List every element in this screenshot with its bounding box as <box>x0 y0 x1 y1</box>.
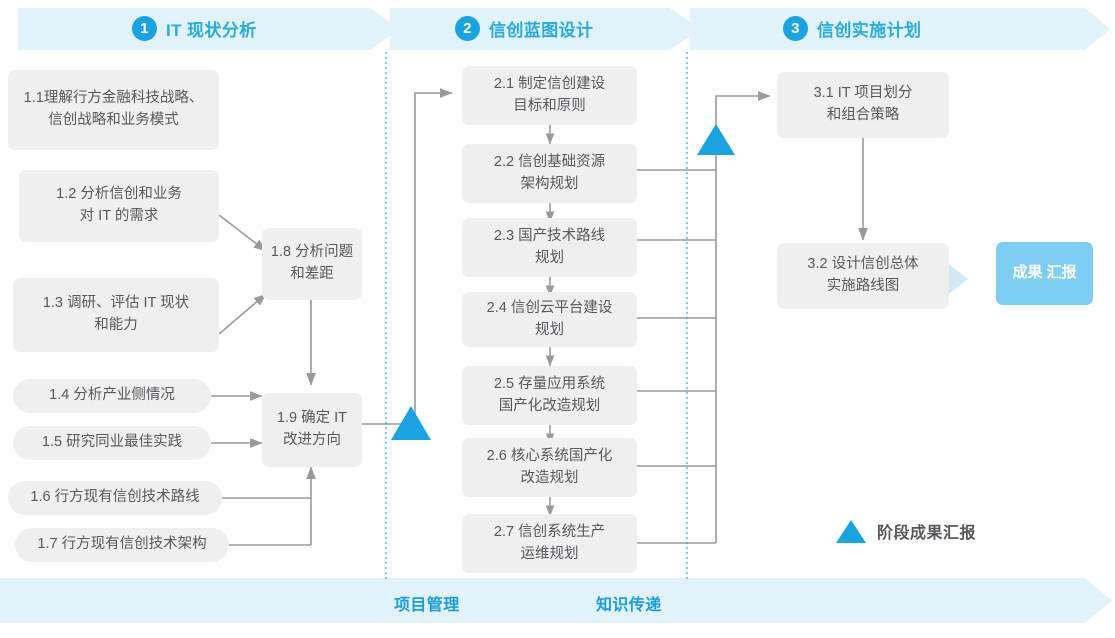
node-2-1[interactable]: 2.1 制定信创建设 目标和原则 <box>462 66 637 125</box>
node-1-6-line1: 1.6 行方现有信创技术路线 <box>30 489 200 506</box>
node-2-7-line1: 2.7 信创系统生产 <box>493 523 606 540</box>
node-2-7-line2: 运维规划 <box>520 545 579 562</box>
node-2-4-line2: 规划 <box>535 321 564 338</box>
node-2-1-line2: 目标和原则 <box>513 97 586 114</box>
legend-milestone-label: 阶段成果汇报 <box>877 525 977 542</box>
node-2-6-line1: 2.6 核心系统国产化 <box>486 447 613 464</box>
result-report-line2: 汇报 <box>1046 264 1077 282</box>
node-1-9[interactable]: 1.9 确定 IT 改进方向 <box>262 393 362 467</box>
node-1-4[interactable]: 1.4 分析产业侧情况 <box>13 379 211 413</box>
stage-title-2: 信创蓝图设计 <box>489 21 594 40</box>
node-2-3[interactable]: 2.3 国产技术路线 规划 <box>462 218 637 277</box>
node-2-3-line1: 2.3 国产技术路线 <box>493 227 606 244</box>
footer-label-knowledge-transfer: 知识传递 <box>596 597 662 614</box>
node-1-1[interactable]: 1.1理解行方金融科技战略、 信创战略和业务模式 <box>8 70 219 150</box>
node-3-2-line2: 实施路线图 <box>826 278 900 294</box>
node-1-6[interactable]: 1.6 行方现有信创技术路线 <box>8 481 222 515</box>
node-2-3-line2: 规划 <box>535 249 564 266</box>
stage-title-1: IT 现状分析 <box>166 21 257 40</box>
node-1-1-line2: 信创战略和业务模式 <box>48 112 179 128</box>
node-3-2[interactable]: 3.2 设计信创总体 实施路线图 <box>777 243 949 309</box>
node-1-5[interactable]: 1.5 研究同业最佳实践 <box>13 426 211 460</box>
node-2-5-line1: 2.5 存量应用系统 <box>493 375 606 392</box>
node-2-6[interactable]: 2.6 核心系统国产化 改造规划 <box>462 438 637 497</box>
node-1-3-line1: 1.3 调研、评估 IT 现状 <box>42 295 190 312</box>
node-1-4-line1: 1.4 分析产业侧情况 <box>49 387 175 404</box>
node-2-4-line1: 2.4 信创云平台建设 <box>486 299 613 316</box>
node-1-1-line1: 1.1理解行方金融科技战略、 <box>23 90 204 107</box>
stage-header-3: 3 信创实施计划 <box>783 16 921 41</box>
node-2-6-line2: 改造规划 <box>520 469 579 486</box>
node-1-7[interactable]: 1.7 行方现有信创技术架构 <box>15 528 229 562</box>
node-1-7-line1: 1.7 行方现有信创技术架构 <box>37 536 207 553</box>
node-1-8-line1: 1.8 分析问题 <box>270 244 354 261</box>
footer-label-project-management: 项目管理 <box>394 597 460 614</box>
node-1-8[interactable]: 1.8 分析问题 和差距 <box>262 228 362 300</box>
node-1-9-line2: 改进方向 <box>282 432 341 448</box>
triangle-up-icon <box>836 519 866 543</box>
node-3-2-line1: 3.2 设计信创总体 <box>807 256 919 273</box>
stage-number-1: 1 <box>132 16 157 41</box>
node-3-1-line1: 3.1 IT 项目划分 <box>813 85 913 102</box>
stage-number-3: 3 <box>783 16 808 41</box>
stage-title-3: 信创实施计划 <box>817 21 922 40</box>
footer-banner <box>0 578 1115 623</box>
node-3-1[interactable]: 3.1 IT 项目划分 和组合策略 <box>777 72 949 138</box>
result-report-box[interactable]: 成果 汇报 <box>996 242 1093 305</box>
legend-milestone: 阶段成果汇报 <box>836 519 976 543</box>
node-1-2-line1: 1.2 分析信创和业务 <box>56 186 182 203</box>
node-1-5-line1: 1.5 研究同业最佳实践 <box>41 434 183 451</box>
node-1-3[interactable]: 1.3 调研、评估 IT 现状 和能力 <box>13 278 219 352</box>
stage-header-2: 2 信创蓝图设计 <box>455 16 593 41</box>
node-2-5[interactable]: 2.5 存量应用系统 国产化改造规划 <box>462 366 637 425</box>
milestone-triangle-phase2 <box>697 124 735 155</box>
node-3-1-line2: 和组合策略 <box>826 107 900 123</box>
node-2-4[interactable]: 2.4 信创云平台建设 规划 <box>462 292 637 347</box>
node-2-2[interactable]: 2.2 信创基础资源 架构规划 <box>462 144 637 203</box>
milestone-triangle-phase1 <box>391 406 431 440</box>
result-report-line1: 成果 <box>1012 264 1043 282</box>
node-1-2-line2: 对 IT 的需求 <box>79 208 159 224</box>
node-1-8-line2: 和差距 <box>290 266 334 282</box>
node-1-9-line1: 1.9 确定 IT <box>276 410 348 427</box>
node-2-2-line2: 架构规划 <box>520 175 579 192</box>
stage-number-2: 2 <box>455 16 480 41</box>
node-2-1-line1: 2.1 制定信创建设 <box>493 75 606 92</box>
node-1-3-line2: 和能力 <box>94 317 138 333</box>
node-1-2[interactable]: 1.2 分析信创和业务 对 IT 的需求 <box>19 170 219 242</box>
node-2-5-line2: 国产化改造规划 <box>498 397 601 414</box>
stage-header-1: 1 IT 现状分析 <box>132 16 257 41</box>
node-2-7[interactable]: 2.7 信创系统生产 运维规划 <box>462 514 637 573</box>
node-2-2-line1: 2.2 信创基础资源 <box>493 153 606 170</box>
